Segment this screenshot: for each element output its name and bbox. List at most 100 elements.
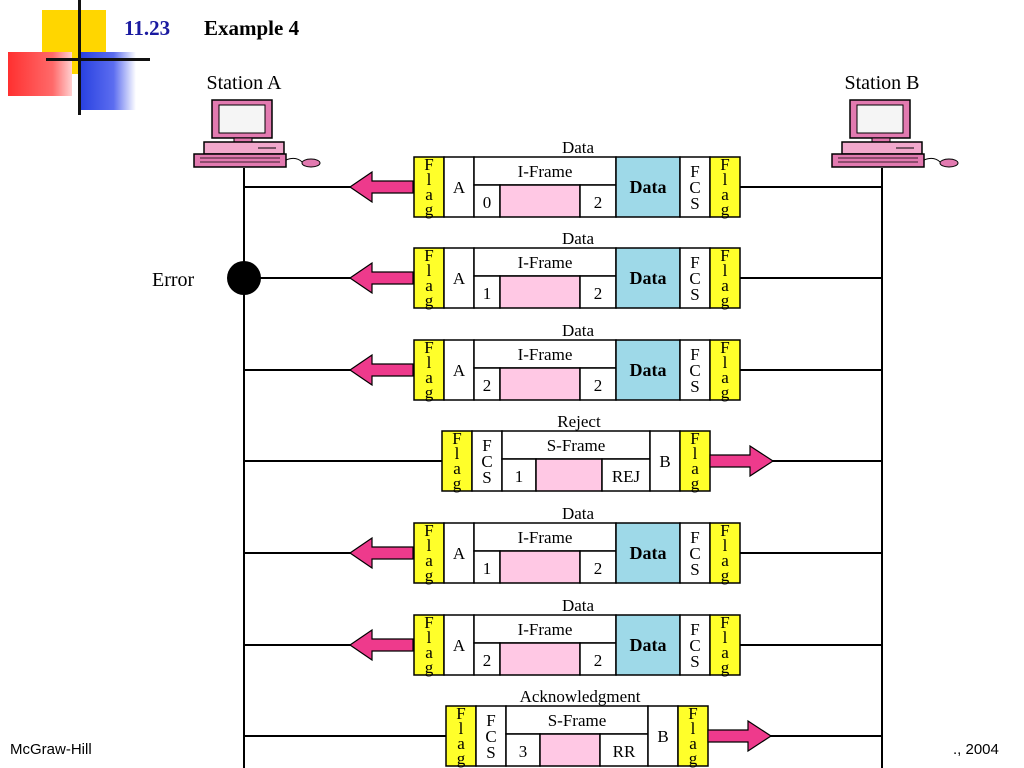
fcs-letter: S [690, 377, 699, 396]
fcs-letter: C [689, 178, 700, 197]
flag-letter: a [691, 459, 699, 478]
ns-value: 1 [483, 284, 492, 303]
flag-field [709, 247, 741, 309]
fcs-letter: F [486, 711, 495, 730]
supervisory-type-value: RR [613, 742, 636, 761]
fcs-letter: S [690, 560, 699, 579]
fcs-letter: C [689, 361, 700, 380]
nr-value: 2 [594, 376, 603, 395]
nr-field [501, 458, 537, 492]
frame-type-label: S-Frame [548, 711, 607, 730]
control-pink-field [499, 184, 581, 218]
footer-publisher: McGraw-Hill [10, 741, 92, 758]
address-value: A [453, 269, 466, 288]
fcs-field [475, 705, 507, 767]
decor-horizontal-line [46, 58, 150, 61]
flag-letter: a [721, 276, 729, 295]
flag-letter: l [691, 719, 696, 738]
footer-year: ., 2004 [953, 741, 999, 758]
decor-vertical-line [78, 0, 81, 115]
flag-letter: a [457, 734, 465, 753]
flag-letter: a [721, 551, 729, 570]
flag-letter: g [721, 566, 730, 585]
nr-field [579, 367, 617, 401]
ns-value: 2 [483, 376, 492, 395]
station-a-label: Station A [206, 72, 282, 94]
flag-letter: g [721, 200, 730, 219]
ns-field [473, 367, 501, 401]
fcs-letter: F [690, 253, 699, 272]
ns-field [473, 275, 501, 309]
flag-letter: F [424, 613, 433, 632]
address-field [443, 522, 475, 584]
fcs-letter: C [689, 544, 700, 563]
nr-value: 3 [519, 742, 528, 761]
fcs-letter: S [482, 468, 491, 487]
flag-letter: F [424, 521, 433, 540]
flag-letter: F [688, 704, 697, 723]
flag-letter: l [723, 261, 728, 280]
data-label: Data [630, 635, 667, 655]
frame-type-label: I-Frame [518, 528, 573, 547]
flag-letter: F [456, 704, 465, 723]
flag-letter: a [425, 185, 433, 204]
data-field [615, 339, 681, 401]
nr-value: 2 [594, 559, 603, 578]
nr-value: 2 [594, 193, 603, 212]
supervisory-type-value: REJ [612, 467, 641, 486]
ns-field [473, 550, 501, 584]
direction-arrow-right [707, 719, 773, 753]
ns-value: 1 [483, 559, 492, 578]
flag-letter: g [425, 200, 434, 219]
address-value: B [657, 727, 668, 746]
data-label: Data [630, 177, 667, 197]
nr-value: 1 [515, 467, 524, 486]
frame-type-label: I-Frame [518, 620, 573, 639]
ns-value: 2 [483, 651, 492, 670]
flag-letter: g [457, 749, 466, 768]
flag-letter: l [723, 536, 728, 555]
station-a-computer-icon [193, 99, 321, 168]
flag-letter: g [425, 566, 434, 585]
data-label: Data [630, 543, 667, 563]
control-pink-field [535, 458, 603, 492]
fcs-field [679, 247, 711, 309]
fcs-letter: F [690, 345, 699, 364]
control-pink-field [499, 642, 581, 676]
flag-letter: F [720, 338, 729, 357]
error-marker [227, 261, 261, 295]
fcs-letter: S [690, 285, 699, 304]
flag-letter: g [721, 383, 730, 402]
station-b-computer-icon [831, 99, 959, 168]
flag-letter: l [427, 628, 432, 647]
flag-letter: a [453, 459, 461, 478]
flag-letter: F [424, 155, 433, 174]
flag-letter: F [720, 613, 729, 632]
address-field [647, 705, 679, 767]
frame-type-label: I-Frame [518, 345, 573, 364]
address-value: A [453, 178, 466, 197]
control-pink-field [499, 550, 581, 584]
fcs-field [679, 339, 711, 401]
ns-value: 0 [483, 193, 492, 212]
data-field [615, 522, 681, 584]
frame-caption: Acknowledgment [520, 687, 641, 706]
flag-letter: l [427, 536, 432, 555]
flag-letter: F [424, 338, 433, 357]
flag-field [709, 614, 741, 676]
frame-caption: Data [562, 321, 595, 340]
frame-type-label: I-Frame [518, 162, 573, 181]
data-label: Data [630, 360, 667, 380]
frame-caption: Data [562, 596, 595, 615]
flag-letter: a [721, 368, 729, 387]
flag-letter: l [723, 170, 728, 189]
flag-field [413, 339, 445, 401]
supervisory-type-field [599, 733, 649, 767]
control-header [473, 156, 617, 186]
control-header [501, 430, 651, 460]
nr-field [505, 733, 541, 767]
station-b-label: Station B [844, 72, 919, 94]
